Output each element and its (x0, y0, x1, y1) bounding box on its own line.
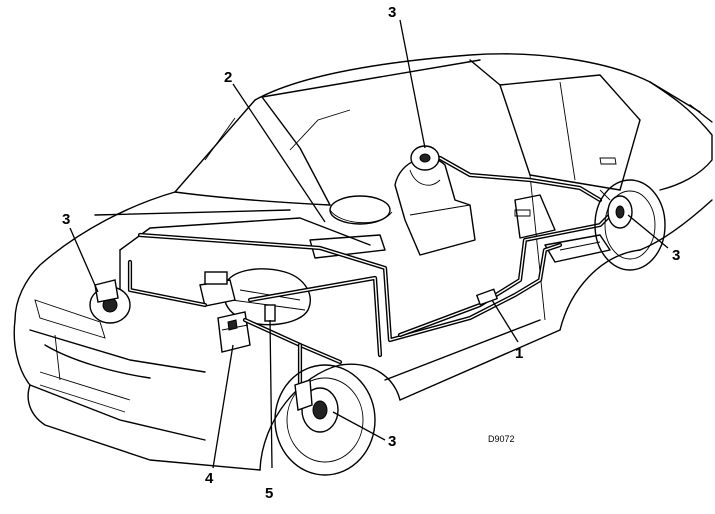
car-body (13, 53, 713, 471)
callout-3-left: 3 (62, 211, 70, 228)
brake-pressure-valve (475, 288, 499, 306)
callout-3-top: 3 (388, 4, 396, 21)
callouts: 3 2 3 3 1 3 4 5 D9072 (62, 4, 680, 502)
callout-3-right: 3 (672, 247, 680, 264)
callout-5: 5 (265, 485, 273, 502)
hydraulic-modulator (217, 311, 251, 353)
pressure-regulator (264, 304, 276, 322)
callout-1: 1 (515, 345, 523, 362)
brake-pipes (127, 155, 618, 393)
wheels (89, 145, 666, 476)
callout-3-bottom: 3 (388, 433, 396, 450)
callout-2: 2 (224, 69, 232, 86)
drawing-code: D9072 (488, 434, 515, 444)
callout-4: 4 (205, 470, 214, 487)
leader-lines (69, 19, 669, 469)
interior (309, 157, 611, 263)
